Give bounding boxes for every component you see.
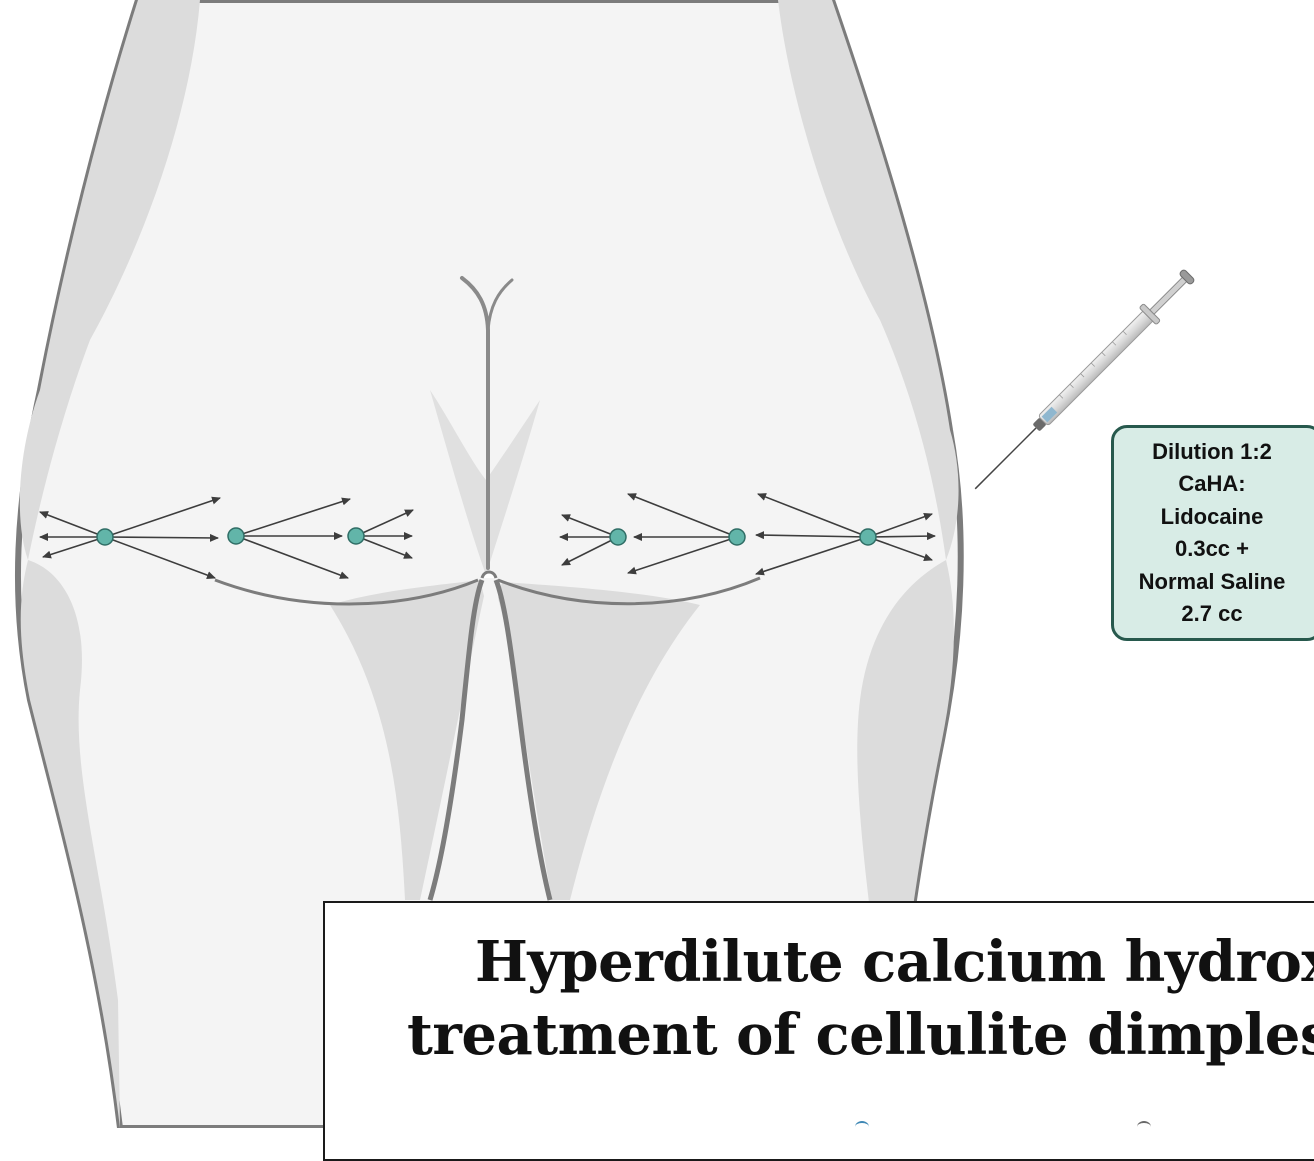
dilution-line: Normal Saline (1139, 566, 1286, 599)
paper-title-card: Hyperdilute calcium hydrox treatment of … (323, 901, 1314, 1161)
injection-point-icon (860, 529, 876, 545)
thigh-gap (482, 572, 496, 578)
dilution-line: 2.7 cc (1181, 598, 1242, 631)
dilution-line: 0.3cc + (1175, 533, 1249, 566)
injection-point-icon (729, 529, 745, 545)
injection-point-icon (228, 528, 244, 544)
injection-point-icon (610, 529, 626, 545)
paper-title-line-1: Hyperdilute calcium hydrox (475, 929, 1314, 995)
author-superscript-mark (1137, 1121, 1151, 1133)
injection-point-icon (97, 529, 113, 545)
paper-title-line-2: treatment of cellulite dimples (407, 1002, 1314, 1068)
dilution-line: Lidocaine (1161, 501, 1264, 534)
dilution-line: Dilution 1:2 (1152, 436, 1272, 469)
injection-point-icon (348, 528, 364, 544)
dilution-label: Dilution 1:2 CaHA: Lidocaine 0.3cc + Nor… (1111, 425, 1314, 641)
dilution-line: CaHA: (1178, 468, 1245, 501)
author-superscript-mark (855, 1121, 869, 1133)
arrow-icon (105, 537, 218, 538)
arrow-icon (868, 536, 935, 537)
